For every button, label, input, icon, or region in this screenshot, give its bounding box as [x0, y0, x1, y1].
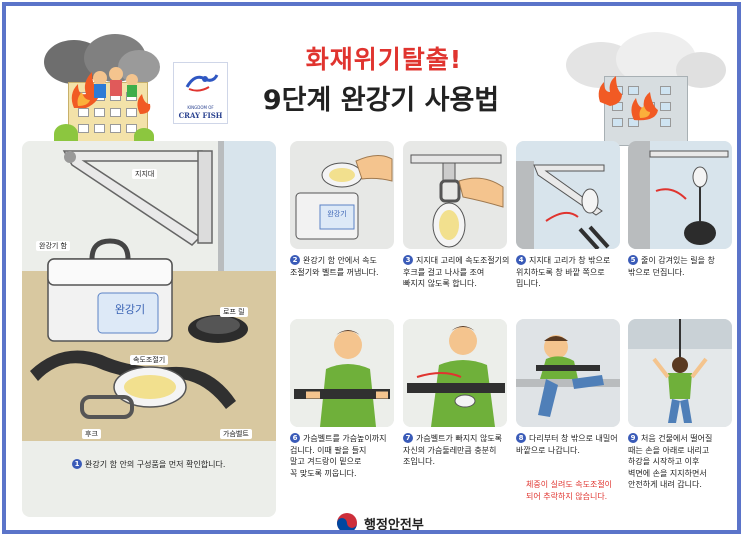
- step-7-badge: 7: [403, 433, 413, 443]
- step-7-panel: [403, 319, 507, 427]
- crayfish-logo: KINGDOM OF CRAY FISH: [173, 62, 228, 124]
- step-2-illustration: [295, 155, 393, 240]
- step-9-badge: 9: [628, 433, 638, 443]
- step-7-text-line: 조입니다.: [403, 457, 435, 466]
- step-4-panel: [516, 141, 620, 249]
- step-4-text-line: 위치하도록 창 바깥 쪽으로: [516, 267, 605, 277]
- step-8-badge: 8: [516, 433, 526, 443]
- step-9-text-line: 때는 손을 아래로 내리고: [628, 445, 710, 455]
- step-5-text-line: 줄이 감겨있는 릴을 창: [641, 256, 715, 265]
- step-8-panel: [516, 319, 620, 427]
- step-5-panel: [628, 141, 732, 249]
- step-8-text-line: 다리부터 창 밖으로 내밀어: [529, 434, 618, 443]
- step-3-illustration: [410, 154, 504, 248]
- step-7-illustration: [403, 319, 507, 427]
- step-1-text: 완강기 함 안의 구성품을 먼저 확인합니다.: [85, 460, 226, 469]
- logo-brand-text: CRAY FISH: [178, 111, 223, 120]
- step-1-badge: 1: [72, 459, 82, 469]
- step-2-text-line: 완강기 함 안에서 속도: [303, 256, 377, 265]
- step-4-illustration: [516, 141, 620, 249]
- label-hook: 후크: [82, 429, 101, 439]
- step-5-illustration: [628, 141, 732, 249]
- step-5-text-line: 밖으로 던집니다.: [628, 267, 685, 277]
- step-2-text-line: 조절기와 벨트를 꺼냅니다.: [290, 267, 379, 277]
- step-6-text-line: 꼭 맞도록 끼웁니다.: [290, 468, 357, 478]
- step-2-panel: 완강기: [290, 141, 394, 249]
- poster-title: 9단계 완강기 사용법: [262, 85, 500, 116]
- step-8-warning-line: 체중이 실려도 속도조절이: [526, 480, 613, 489]
- step-8-text-line: 바깥으로 나갑니다.: [516, 445, 580, 455]
- crayfish-icon: [185, 74, 218, 92]
- label-chest-belt: 가슴벨트: [220, 429, 252, 439]
- step-9-text-line: 벽면에 손을 지지하면서: [628, 468, 707, 478]
- step-3-text-line: 후크를 걸고 나사를 조여: [403, 267, 485, 277]
- step-7-text-line: 가슴벨트가 빠지지 않도록: [416, 434, 503, 443]
- step-6-badge: 6: [290, 433, 300, 443]
- step-6-text-line: 가슴벨트를 가슴높이까지: [303, 434, 387, 443]
- poster-title-red: 화재위기탈출!: [305, 45, 463, 74]
- box-label: 완강기: [114, 303, 146, 316]
- step-6-text-line: 겁니다. 이때 팔을 들지: [290, 445, 367, 455]
- step-2-badge: 2: [290, 255, 300, 265]
- step-3-text-line: 지지대 고리에 속도조절기의: [416, 256, 510, 265]
- label-rope-reel: 로프 릴: [220, 307, 248, 317]
- step-9-illustration: [628, 319, 732, 427]
- label-speed-regulator: 속도조절기: [130, 355, 169, 365]
- label-support: 지지대: [132, 169, 158, 179]
- taegeuk-icon: [337, 513, 357, 530]
- step-9-text-line: 안전하게 내려 갑니다.: [628, 480, 702, 489]
- ministry-logo: 행정안전부: [336, 511, 424, 533]
- step-6-illustration: [290, 319, 394, 427]
- step-9-text-line: 하강을 시작하고 이후: [628, 457, 700, 466]
- step-6-panel: [290, 319, 394, 427]
- step-8-illustration: [516, 319, 620, 427]
- step-9-text-line: 처음 건물에서 떨어질: [641, 434, 713, 443]
- label-case: 완강기 함: [36, 241, 70, 251]
- step-4-badge: 4: [516, 255, 526, 265]
- step-3-panel: [403, 141, 507, 249]
- escape-kit-illustration: [22, 141, 276, 441]
- step-9-panel: [628, 319, 732, 427]
- step-7-text-line: 자신의 가슴둘레만큼 충분히: [403, 445, 497, 455]
- logo-small-text: KINGDOM OF: [187, 105, 214, 110]
- step-6-text-line: 말고 겨드랑이 밑으로: [290, 457, 362, 466]
- step-3-badge: 3: [403, 255, 413, 265]
- step-4-text-line: 밉니다.: [516, 279, 541, 288]
- step-2-box-label: 완강기: [327, 210, 347, 218]
- step-4-text-line: 지지대 고리가 창 밖으로: [529, 256, 611, 265]
- ministry-name: 행정안전부: [364, 517, 424, 533]
- step-8-warning-line: 되어 추락하지 않습니다.: [526, 491, 608, 501]
- step-5-badge: 5: [628, 255, 638, 265]
- step-3-text-line: 빠지지 않도록 합니다.: [403, 279, 477, 288]
